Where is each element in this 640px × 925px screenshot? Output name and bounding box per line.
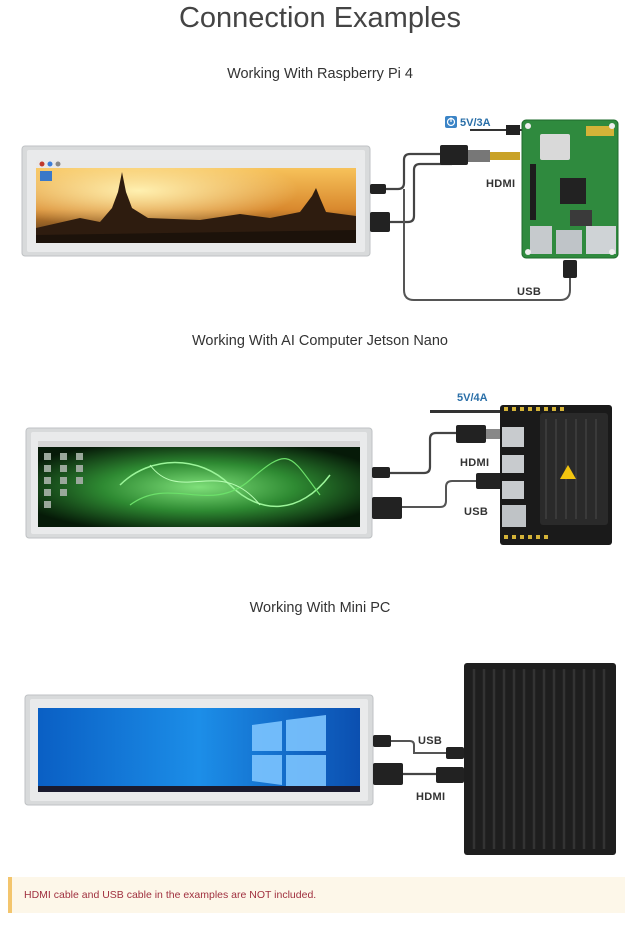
usb-label-jetson: USB [464,506,489,518]
note-banner: HDMI cable and USB cable in the examples… [8,877,625,913]
hdmi-label-jetson: HDMI [460,457,490,469]
power-label-jetson: 5V/4A [457,392,488,404]
jetson-nano-illustration [25,405,612,545]
page-title: Connection Examples [178,2,462,34]
hdmi-label-rpi: HDMI [486,178,516,190]
power-label-rpi: 5V/3A [460,117,491,129]
section-heading-jetson-nano: Working With AI Computer Jetson Nano [191,333,448,349]
section-heading-raspberry-pi: Working With Raspberry Pi 4 [227,66,413,82]
usb-label-minipc: USB [418,735,443,747]
power-icon [445,116,457,128]
mini-pc-illustration [24,663,616,855]
raspberry-pi-illustration [21,116,619,301]
note-text: HDMI cable and USB cable in the examples… [24,889,317,901]
section-heading-mini-pc: Working With Mini PC [249,600,391,616]
hdmi-label-minipc: HDMI [416,791,446,803]
usb-label-rpi: USB [517,286,542,298]
